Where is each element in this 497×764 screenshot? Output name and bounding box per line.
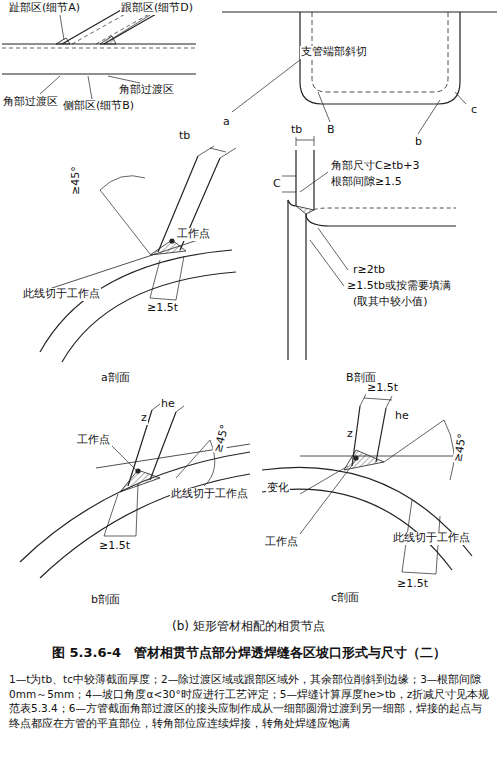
dimension-label: ≥45° bbox=[70, 165, 83, 196]
dimension-label: a剖面 bbox=[100, 372, 131, 385]
dimension-label: 工作点 bbox=[264, 536, 299, 549]
dimension-label: c剖面 bbox=[330, 592, 360, 605]
dimension-label: 此线切于工作点 bbox=[392, 532, 471, 545]
figure-caption: 图 5.3.6-4 管材相贯节点部分焊透焊缝各区坡口形式与尺寸（二） bbox=[51, 646, 447, 661]
dimension-label: 此线切于工作点 bbox=[170, 488, 249, 501]
dimension-label: 根部间隙≥1.5 bbox=[330, 176, 403, 189]
dimension-label: ≥45° bbox=[212, 422, 232, 455]
dimension-label: ≥1.5t bbox=[396, 578, 429, 591]
figure-notes: 1—t为tb、tc中较薄截面厚度；2—除过渡区域或跟部区域外，其余部位削斜到边缘… bbox=[8, 672, 492, 731]
dimension-label: 侧部区(细节B) bbox=[62, 100, 135, 113]
dimension-label: 支管端部斜切 bbox=[300, 46, 368, 59]
dimension-label: ≥1.5t bbox=[98, 540, 131, 553]
dimension-label: 角部过渡区 bbox=[2, 96, 59, 109]
dimension-label: 角部过渡区 bbox=[118, 84, 175, 97]
dimension-label: c bbox=[470, 104, 478, 117]
dimension-label: z bbox=[140, 412, 148, 425]
dimension-label: ≥45° bbox=[452, 432, 470, 464]
dimension-label: b剖面 bbox=[90, 594, 121, 607]
dimension-label: 趾部区(细节A) bbox=[8, 2, 81, 15]
dimension-label: (b) 矩形管材相配的相贯节点 bbox=[171, 620, 326, 634]
dimension-label: a bbox=[222, 116, 231, 129]
dimension-label: 工作点 bbox=[176, 228, 211, 241]
dimension-label: ≥1.5t bbox=[366, 382, 399, 395]
dimension-label: ≥1.5t bbox=[146, 302, 179, 315]
dimension-label: C bbox=[272, 178, 282, 191]
dimension-label: tb bbox=[178, 130, 191, 143]
dimension-label: 变化 bbox=[266, 482, 290, 495]
dimension-label: ≥1.5tb或按需要填满 bbox=[346, 280, 452, 293]
dimension-label: 此线切于工作点 bbox=[22, 288, 101, 301]
dimension-label: 工作点 bbox=[76, 434, 111, 447]
dimension-label: (取其中较小值) bbox=[352, 296, 429, 309]
dimension-label: tb bbox=[290, 124, 303, 137]
dimension-label: he bbox=[394, 410, 410, 423]
dimension-label: z bbox=[346, 428, 354, 441]
dimension-label: he bbox=[160, 398, 176, 411]
dimension-label: b bbox=[414, 136, 423, 149]
dimension-label: 角部尺寸C≥tb+3 bbox=[330, 160, 420, 173]
dimension-label: r≥2tb bbox=[352, 264, 386, 277]
dimension-label: B bbox=[326, 124, 336, 137]
dimension-label: 跟部区(细节D) bbox=[120, 2, 194, 15]
